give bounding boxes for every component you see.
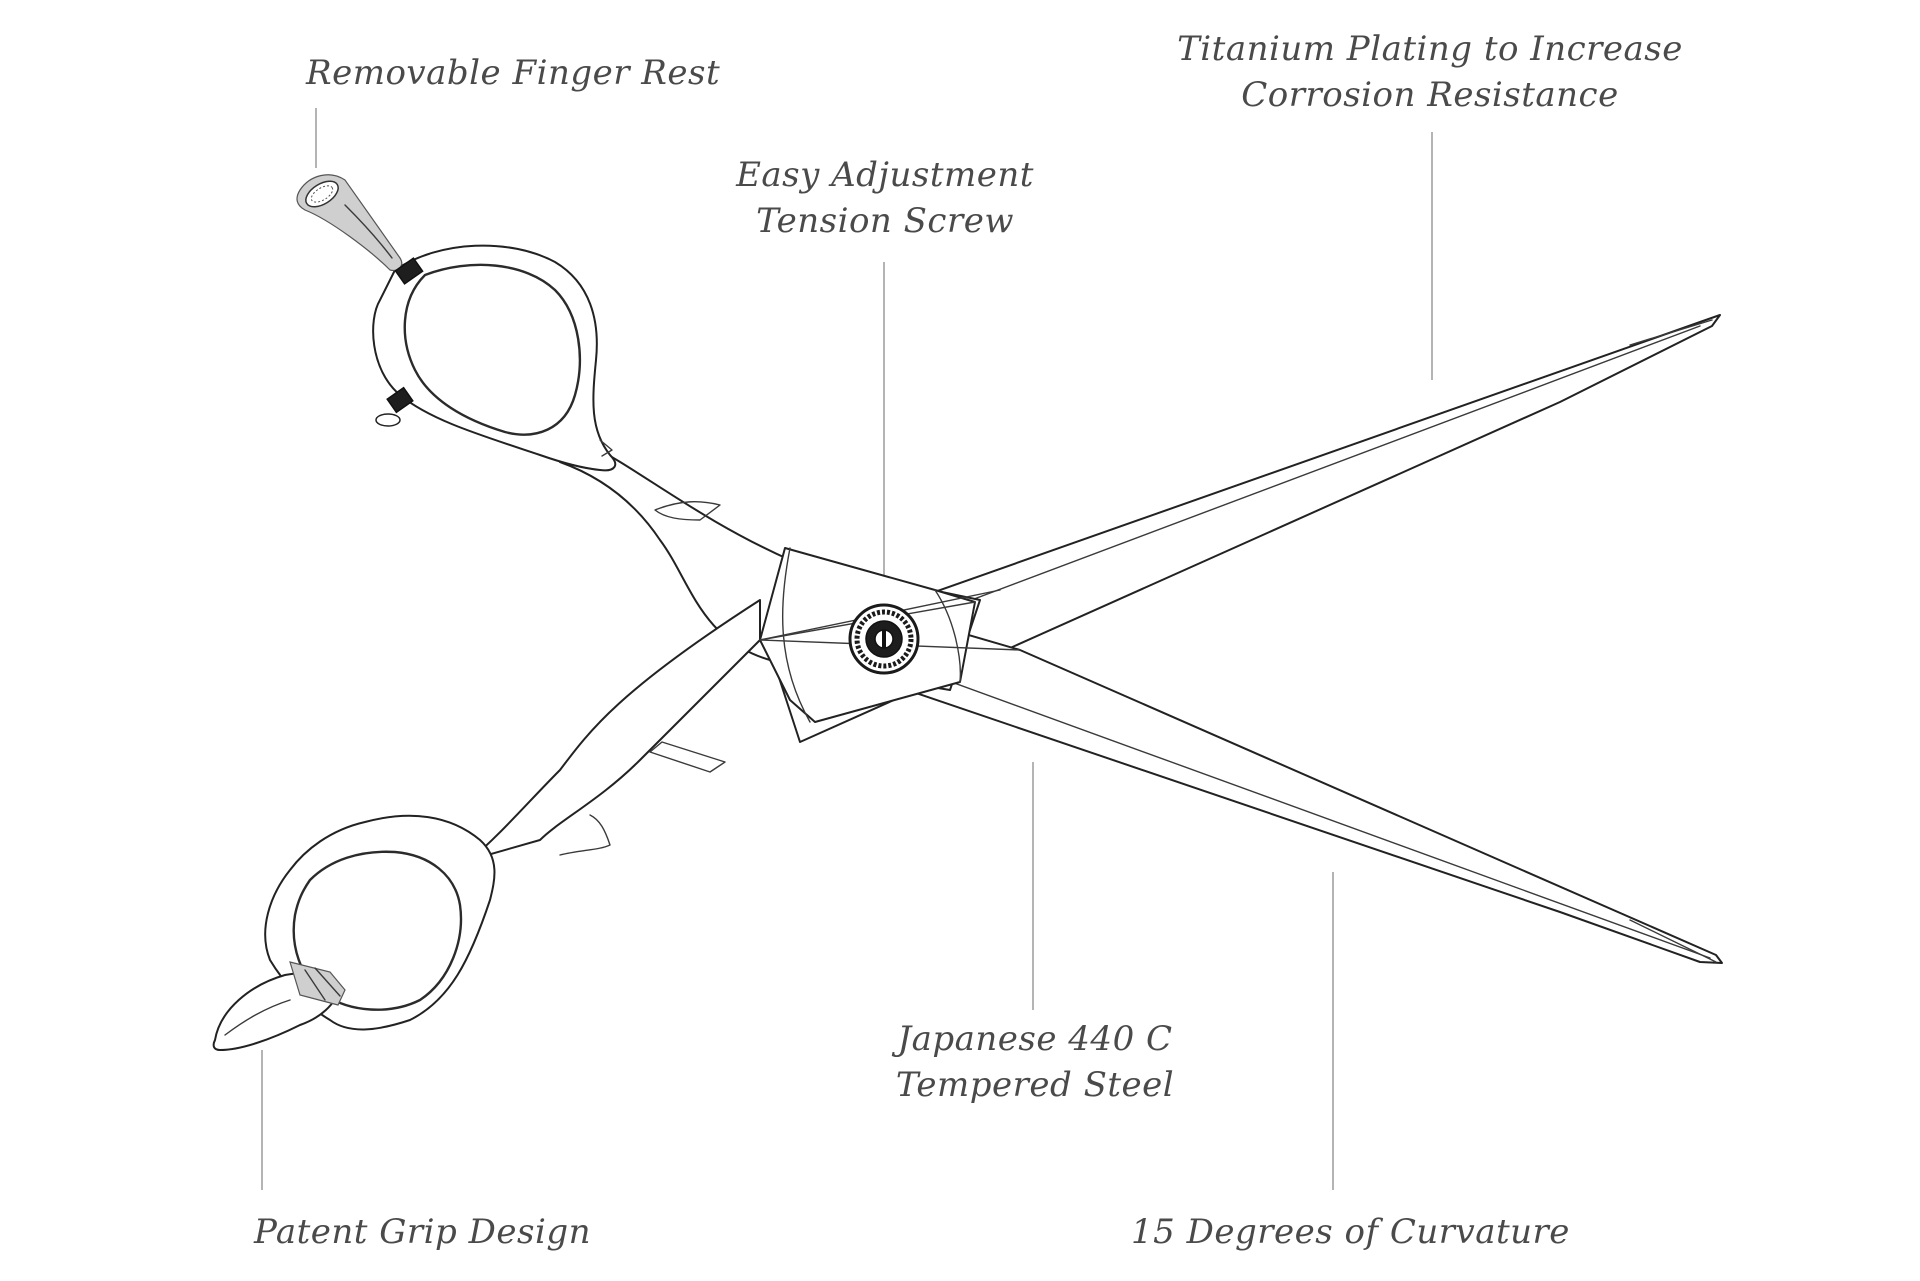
label-tension-line-2: Tension Screw	[756, 201, 1014, 241]
label-tempered-steel: Japanese 440 C Tempered Steel	[860, 1016, 1210, 1108]
tension-screw	[848, 603, 920, 675]
label-steel-line-1: Japanese 440 C	[897, 1019, 1173, 1059]
label-titanium-line-1: Titanium Plating to Increase	[1177, 29, 1683, 69]
bottom-shank	[469, 599, 761, 861]
top-finger-ring	[372, 244, 617, 472]
label-patent-grip: Patent Grip Design	[254, 1212, 591, 1252]
ring-set-screw	[375, 386, 414, 427]
label-finger-rest: Removable Finger Rest	[306, 53, 721, 93]
label-curvature: 15 Degrees of Curvature	[1131, 1212, 1570, 1252]
label-titanium-line-2: Corrosion Resistance	[1241, 75, 1619, 115]
label-steel-line-2: Tempered Steel	[895, 1065, 1175, 1105]
label-tension-line-1: Easy Adjustment	[736, 155, 1034, 195]
patent-grip	[212, 961, 346, 1051]
finger-rest	[296, 174, 424, 285]
leader-lines	[261, 108, 1433, 1190]
label-tension-screw: Easy Adjustment Tension Screw	[700, 152, 1070, 244]
label-titanium-plating: Titanium Plating to Increase Corrosion R…	[1150, 26, 1710, 118]
